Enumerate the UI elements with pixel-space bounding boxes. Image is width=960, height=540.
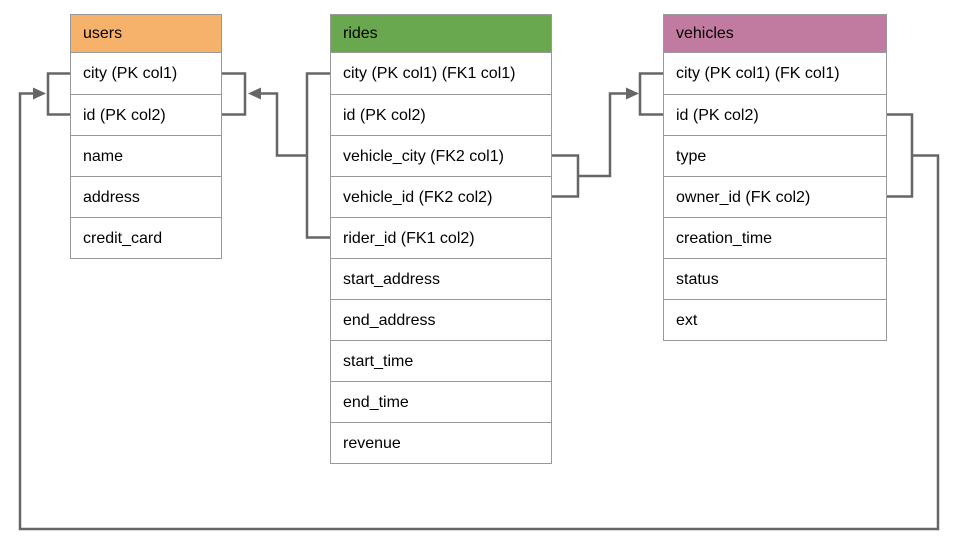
- rides-column-row: end_time: [331, 381, 551, 422]
- vehicles-column-row: city (PK col1) (FK col1): [664, 53, 886, 94]
- rides-fk1-bracket: [305, 72, 330, 239]
- users-pk-bracket: [222, 72, 247, 116]
- rides-column-row: start_address: [331, 258, 551, 299]
- table-rides: rides city (PK col1) (FK1 col1)id (PK co…: [330, 14, 552, 464]
- table-rides-header: rides: [331, 15, 551, 53]
- rides-column-row: city (PK col1) (FK1 col1): [331, 53, 551, 94]
- rides-to-users-link: [260, 92, 307, 157]
- rides-fk2-bracket: [552, 154, 580, 198]
- rides-column-row: vehicle_id (FK2 col2): [331, 176, 551, 217]
- vehicles-pk-bracket: [638, 72, 663, 116]
- rides-column-row: start_time: [331, 340, 551, 381]
- rides-column-row: id (PK col2): [331, 94, 551, 135]
- users-column-row: city (PK col1): [71, 53, 221, 94]
- rides-column-row: vehicle_city (FK2 col1): [331, 135, 551, 176]
- users-column-row: name: [71, 135, 221, 176]
- rides-column-row: revenue: [331, 422, 551, 463]
- vehicles-fk-bracket: [887, 113, 914, 198]
- rides-column-row: end_address: [331, 299, 551, 340]
- users-column-row: id (PK col2): [71, 94, 221, 135]
- users-pk-left-bracket: [46, 72, 70, 116]
- rides-to-users-arrow-icon: [248, 87, 261, 100]
- vehicles-column-row: type: [664, 135, 886, 176]
- rides-column-row: rider_id (FK1 col2): [331, 217, 551, 258]
- table-users-header: users: [71, 15, 221, 53]
- rides-to-vehicles-arrow-icon: [626, 87, 639, 100]
- vehicles-column-row: ext: [664, 299, 886, 340]
- vehicles-to-users-link: [18, 92, 940, 531]
- vehicles-column-row: owner_id (FK col2): [664, 176, 886, 217]
- vehicles-column-row: creation_time: [664, 217, 886, 258]
- table-vehicles-header: vehicles: [664, 15, 886, 53]
- table-vehicles-rows: city (PK col1) (FK col1)id (PK col2)type…: [664, 53, 886, 340]
- vehicles-column-row: status: [664, 258, 886, 299]
- rides-to-vehicles-link: [578, 92, 627, 178]
- table-vehicles: vehicles city (PK col1) (FK col1)id (PK …: [663, 14, 887, 341]
- table-rides-rows: city (PK col1) (FK1 col1)id (PK col2)veh…: [331, 53, 551, 463]
- vehicles-column-row: id (PK col2): [664, 94, 886, 135]
- users-column-row: credit_card: [71, 217, 221, 258]
- vehicles-to-users-arrow-icon: [33, 87, 46, 100]
- users-column-row: address: [71, 176, 221, 217]
